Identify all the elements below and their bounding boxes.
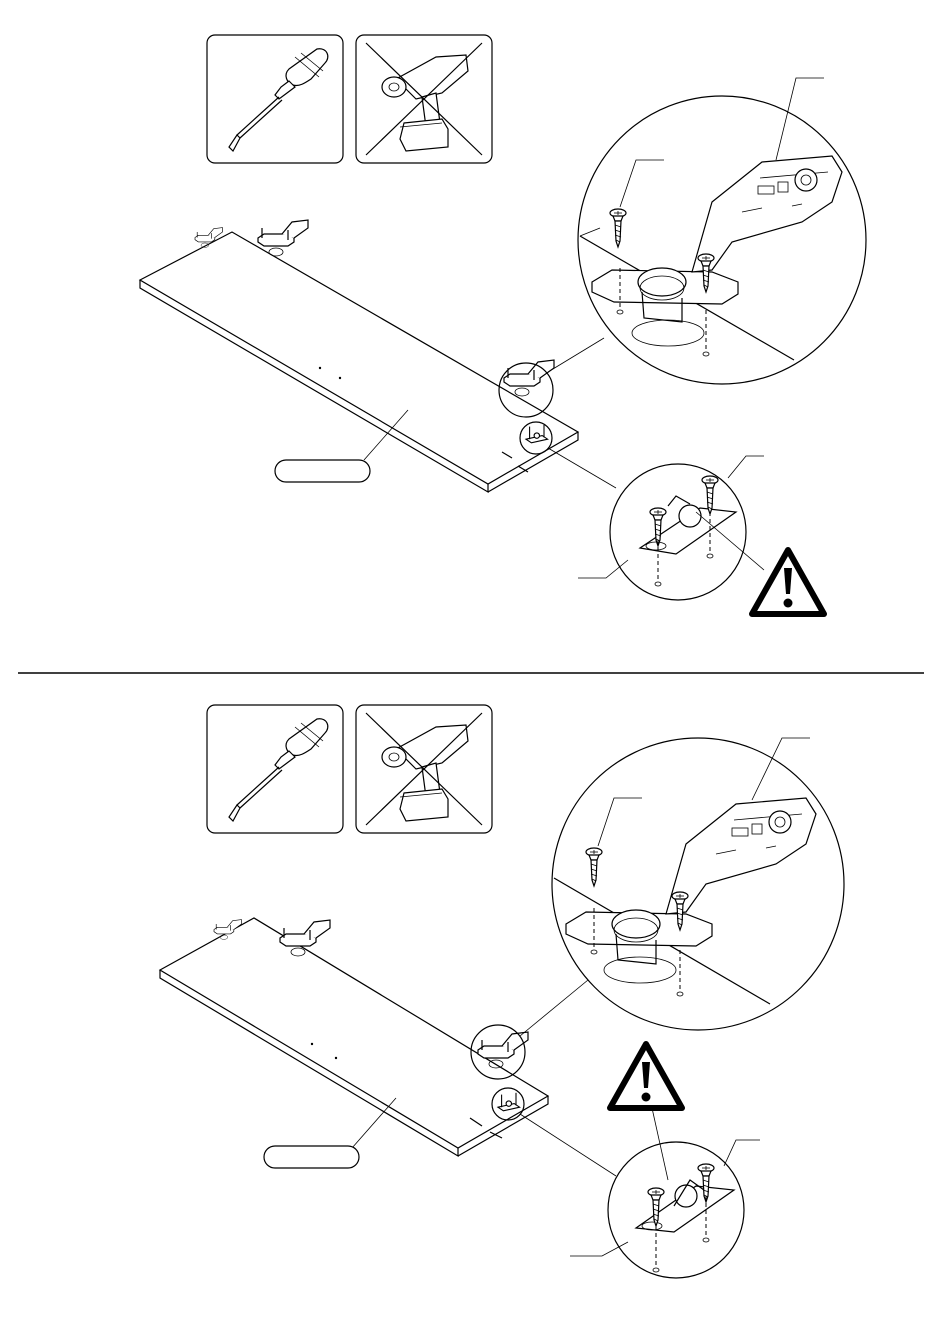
- power-drill-icon: [356, 705, 492, 833]
- step-2: [160, 705, 844, 1278]
- hinge-detail: [578, 78, 866, 384]
- part-label: [275, 460, 370, 482]
- power-drill-icon: [356, 35, 492, 163]
- door-panel: [140, 220, 578, 492]
- part-label: [264, 1146, 359, 1168]
- tool-box-drill-prohibited: [356, 705, 492, 833]
- screwdriver-icon: [207, 35, 343, 163]
- tool-box-screwdriver: [207, 35, 343, 163]
- stopper-detail: [578, 456, 764, 600]
- warning-triangle-icon: [610, 1044, 682, 1108]
- warning-triangle-icon: [752, 550, 824, 614]
- hinge-detail: [552, 738, 844, 1030]
- stopper-detail: [570, 1108, 760, 1278]
- step-1: [140, 35, 866, 614]
- screwdriver-icon: [207, 705, 343, 833]
- door-panel: [160, 918, 548, 1156]
- tool-box-drill-prohibited: [356, 35, 492, 163]
- tool-box-screwdriver: [207, 705, 343, 833]
